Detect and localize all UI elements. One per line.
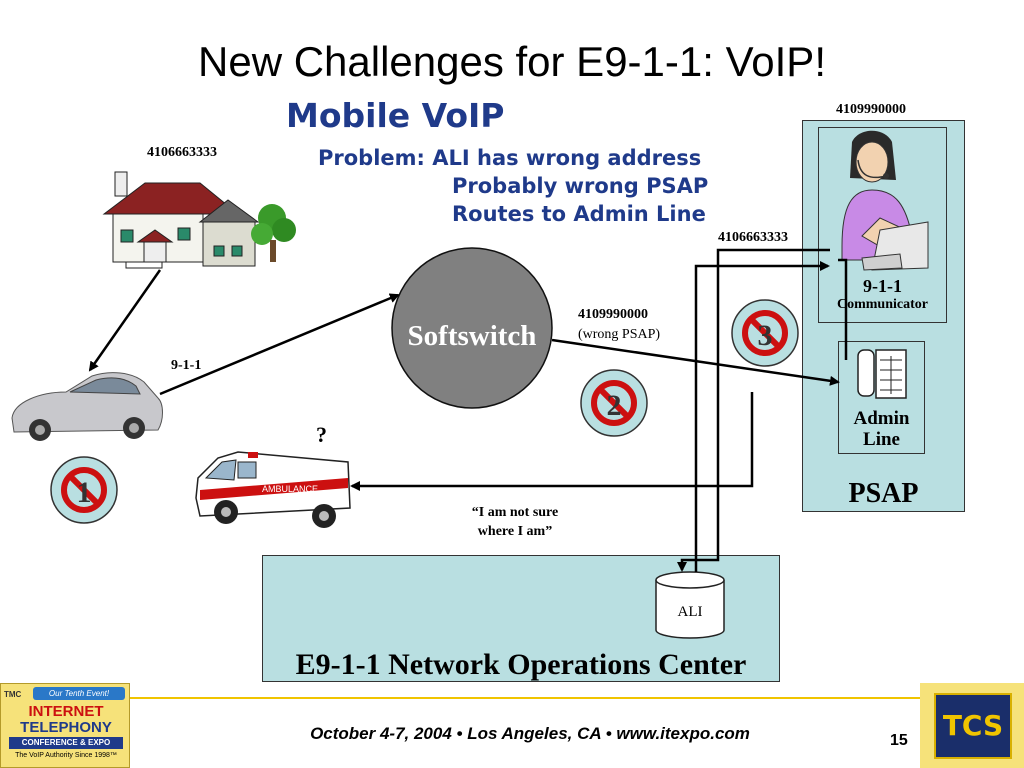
softswitch-label: Softswitch	[408, 320, 537, 352]
psap-label: PSAP	[848, 478, 919, 509]
car-icon	[11, 372, 163, 441]
wrong-psap-note: (wrong PSAP)	[578, 327, 661, 342]
communicator-number-label: 4106663333	[718, 230, 788, 245]
ambulance-icon: AMBULANCE	[195, 451, 351, 528]
communicator-to-ali-arrow	[677, 248, 830, 572]
wrong-psap-number-label: 4109990000	[578, 307, 648, 322]
tmc-mark: TMC	[4, 690, 22, 699]
problem-line-1: Problem: ALI has wrong address	[318, 146, 702, 170]
admin-line-1: Admin	[853, 408, 910, 429]
page-number: 15	[890, 732, 908, 749]
badge-2-label: 2	[607, 389, 622, 422]
house-icon	[102, 171, 296, 269]
car-to-softswitch-arrow	[159, 293, 400, 396]
ali-label: ALI	[678, 604, 703, 620]
badge-3-label: 3	[758, 319, 773, 352]
admin-to-ambulance-arrow	[350, 392, 754, 491]
noc-label: E9-1-1 Network Operations Center	[295, 648, 747, 681]
communicator-subtitle: Communicator	[837, 297, 928, 312]
communicator-panel	[818, 127, 947, 323]
logo-word-telephony: TELEPHONY	[20, 719, 112, 736]
house-to-car-arrow	[88, 269, 162, 372]
slide-subtitle: Mobile VoIP	[286, 96, 505, 135]
tcs-logo-mark: TCS	[934, 693, 1012, 759]
logo-authority-line: The VoIP Authority Since 1998™	[15, 752, 117, 759]
admin-to-communicator-link	[838, 258, 848, 360]
phone-icon	[857, 349, 907, 399]
prohibit-badge-2	[580, 369, 648, 437]
prohibit-badge-3	[731, 299, 799, 367]
question-mark-label: ?	[316, 422, 327, 447]
quote-line-2: where I am”	[477, 524, 553, 539]
operator-icon	[841, 130, 929, 271]
slide-title: New Challenges for E9-1-1: VoIP!	[198, 38, 826, 85]
prohibit-badge-1	[50, 456, 118, 524]
problem-line-2: Probably wrong PSAP	[452, 174, 709, 198]
communicator-title: 9-1-1	[863, 276, 902, 296]
footer-text: October 4-7, 2004 • Los Angeles, CA • ww…	[310, 724, 750, 743]
logo-word-internet: INTERNET	[28, 703, 104, 720]
badge-1-label: 1	[77, 476, 92, 509]
itexpo-logo: Our Tenth Event! TMC INTERNET TELEPHONY …	[0, 683, 130, 768]
admin-line-panel	[838, 341, 925, 454]
ali-to-communicator-arrow	[694, 261, 830, 572]
problem-line-3: Routes to Admin Line	[452, 202, 706, 226]
psap-number-label: 4109990000	[836, 102, 906, 117]
quote-line-1: “I am not sure	[471, 505, 559, 520]
ali-database-icon	[655, 571, 725, 639]
psap-panel	[802, 120, 965, 512]
ambulance-label: AMBULANCE	[262, 484, 318, 494]
logo-tagline-banner: Our Tenth Event!	[33, 687, 125, 700]
logo-conference-banner: CONFERENCE & EXPO	[9, 737, 123, 749]
dial-label: 9-1-1	[171, 358, 202, 373]
softswitch-node	[391, 247, 553, 409]
footer-divider	[0, 697, 1024, 699]
house-number-label: 4106663333	[147, 145, 217, 160]
tcs-logo: TCS	[920, 683, 1024, 768]
admin-line-2: Line	[863, 429, 900, 450]
